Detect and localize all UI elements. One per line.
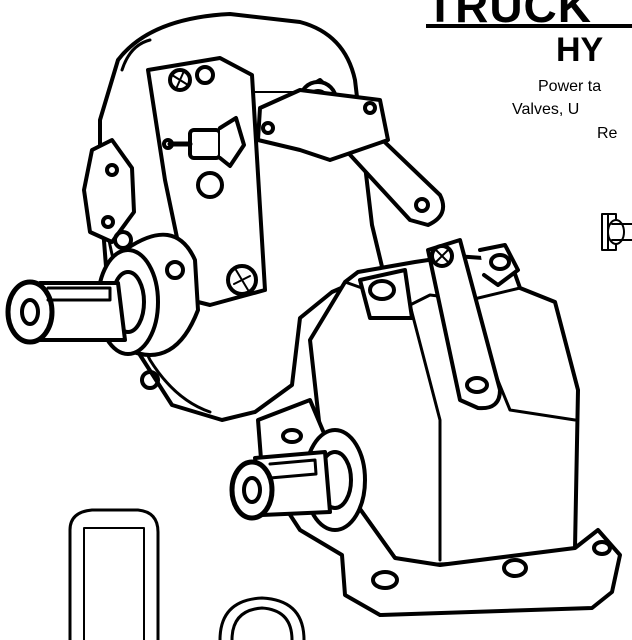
description-line-3: Re [597,125,618,142]
description-line-2: Valves, U [512,101,580,118]
lower-shift-lever [358,238,520,411]
universal-joint-icon [601,213,632,251]
gasket [68,508,160,640]
base-flange [256,398,622,617]
upper-shift-lever [256,78,445,227]
side-cover-plate [82,138,136,244]
shift-cylinder [162,116,246,199]
seal-ring [218,596,306,640]
description-line-1: Power ta [538,78,602,95]
heading-underline [426,24,632,28]
input-shaft [5,230,200,390]
heading-line-2: HY [556,31,604,69]
output-shaft [229,428,367,532]
